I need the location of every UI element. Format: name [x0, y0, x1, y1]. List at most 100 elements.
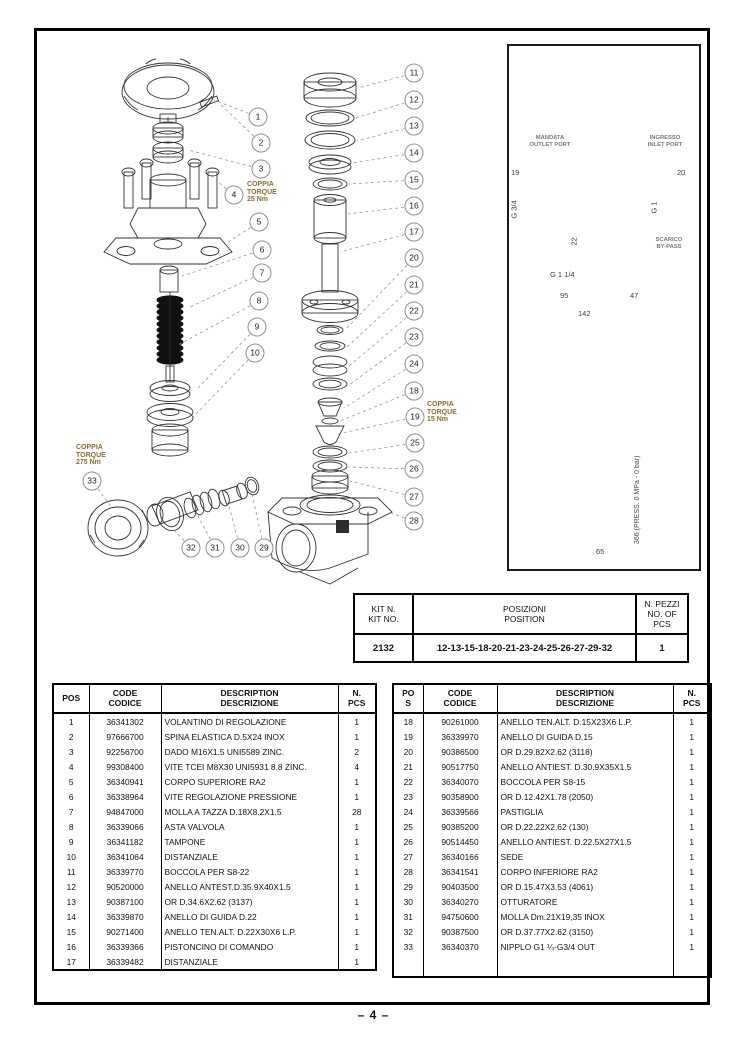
pos-cell: 1: [52, 713, 90, 729]
pcs-cell: 28: [337, 804, 377, 819]
description-cell: VOLANTINO DI REGOLAZIONE: [160, 713, 339, 729]
callout-21: 21: [404, 275, 424, 295]
code-cell: 36338964: [88, 789, 162, 804]
pos-cell: 29: [392, 879, 424, 894]
description-cell: TAMPONE: [160, 834, 339, 849]
callout-30: 30: [230, 538, 250, 558]
pcs-cell: 1: [672, 804, 712, 819]
column-header-pos: POS: [52, 683, 90, 714]
callout-9: 9: [247, 317, 267, 337]
callout-25: 25: [405, 433, 425, 453]
pos-cell: 13: [52, 894, 90, 909]
description-cell: ANELLO DI GUIDA D.22: [160, 909, 339, 924]
description-cell: DISTANZIALE: [160, 849, 339, 864]
dim-19: 19: [511, 168, 520, 177]
pos-cell: 16: [52, 939, 90, 954]
code-cell: 94847000: [88, 804, 162, 819]
pcs-cell: 1: [672, 729, 712, 744]
pcs-cell: 1: [672, 713, 712, 729]
pcs-cell: 1: [672, 909, 712, 924]
description-cell: OR D.12.42X1.78 (2050): [496, 789, 674, 804]
pcs-cell: 1: [672, 939, 712, 954]
callout-27: 27: [404, 487, 424, 507]
description-cell: DISTANZIALE: [160, 954, 339, 970]
description-cell: MOLLA Dm.21X19,35 INOX: [496, 909, 674, 924]
code-cell: 36341302: [88, 713, 162, 729]
callout-2: 2: [251, 133, 271, 153]
description-cell: SPINA ELASTICA D.5X24 INOX: [160, 729, 339, 744]
callout-1: 1: [248, 107, 268, 127]
pos-cell: 4: [52, 759, 90, 774]
callout-18: 18: [404, 381, 424, 401]
dimension-drawing-frame: [507, 44, 701, 571]
pcs-cell: 1: [672, 819, 712, 834]
description-cell: CORPO SUPERIORE RA2: [160, 774, 339, 789]
callout-32: 32: [181, 538, 201, 558]
code-cell: 36341064: [88, 849, 162, 864]
pos-cell: 27: [392, 849, 424, 864]
code-cell: 90514450: [422, 834, 498, 849]
callout-23: 23: [404, 327, 424, 347]
description-cell: NIPPLO G1 ¼-G3/4 OUT: [496, 939, 674, 954]
description-cell: PISTONCINO DI COMANDO: [160, 939, 339, 954]
code-cell: 36340941: [88, 774, 162, 789]
callout-22: 22: [404, 301, 424, 321]
pos-cell: 25: [392, 819, 424, 834]
callout-15: 15: [404, 170, 424, 190]
description-cell: OR D.22.22X2.62 (130): [496, 819, 674, 834]
code-cell: 90517750: [422, 759, 498, 774]
description-cell: BOCCOLA PER S8-22: [160, 864, 339, 879]
empty-cell: [422, 954, 498, 977]
code-cell: 36339970: [422, 729, 498, 744]
pos-cell: 19: [392, 729, 424, 744]
kit-pcs: 1: [635, 633, 689, 663]
empty-cell: [496, 954, 674, 977]
callout-17: 17: [404, 222, 424, 242]
pos-cell: 15: [52, 924, 90, 939]
pos-cell: 32: [392, 924, 424, 939]
code-cell: 92256700: [88, 744, 162, 759]
callout-14: 14: [404, 143, 424, 163]
description-cell: OR D.37.77X2.62 (3150): [496, 924, 674, 939]
callout-29: 29: [254, 538, 274, 558]
column-header-pcs: N.PCS: [337, 683, 377, 714]
pos-cell: 12: [52, 879, 90, 894]
callout-28: 28: [404, 511, 424, 531]
empty-row: [392, 954, 712, 977]
description-cell: OR D.34.6X2.62 (3137): [160, 894, 339, 909]
code-cell: 36339566: [422, 804, 498, 819]
page-number: – 4 –: [357, 1008, 390, 1022]
dim-g114: G 1 1/4: [550, 270, 575, 279]
description-cell: ANELLO TEN.ALT. D.15X23X6 L.P.: [496, 713, 674, 729]
dim-65: 65: [596, 547, 605, 556]
callout-12: 12: [404, 90, 424, 110]
callout-24: 24: [404, 354, 424, 374]
pcs-cell: 1: [337, 879, 377, 894]
callout-11: 11: [404, 63, 424, 83]
pos-cell: 24: [392, 804, 424, 819]
dim-22: 22: [569, 237, 579, 246]
pcs-cell: 1: [337, 834, 377, 849]
description-cell: CORPO INFERIORE RA2: [496, 864, 674, 879]
pos-cell: 8: [52, 819, 90, 834]
